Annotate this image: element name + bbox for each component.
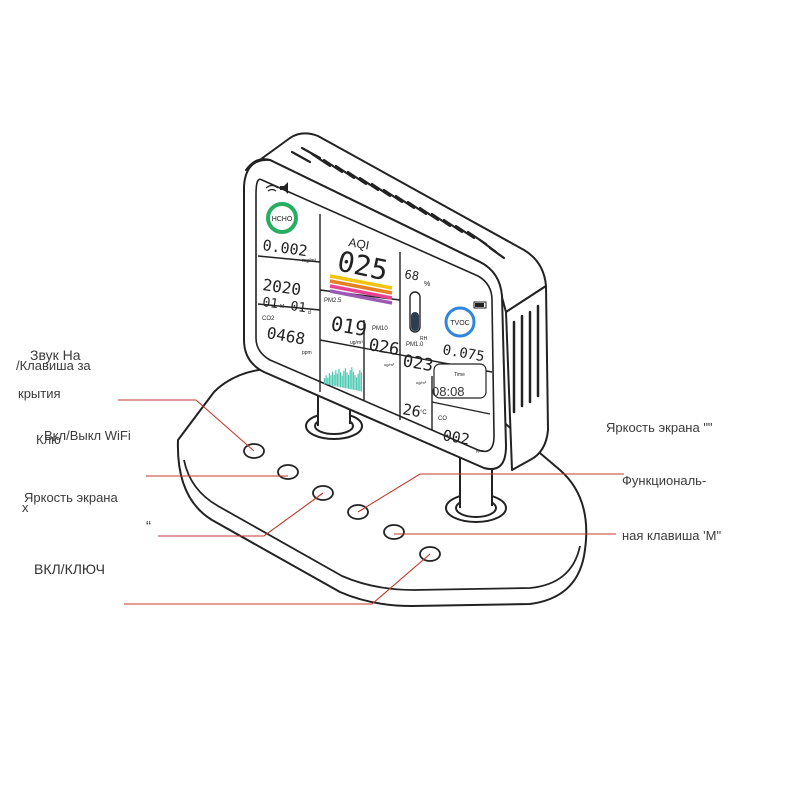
leader-brightness-left xyxy=(158,492,324,537)
pm10-label: PM10 xyxy=(372,326,388,332)
graph-bar xyxy=(328,372,330,385)
label-power: ВКЛ/КЛЮЧ xyxy=(34,561,105,577)
wifi-icon xyxy=(265,184,279,192)
leader-brightness-right xyxy=(357,473,624,513)
graph-bar xyxy=(351,367,353,390)
date-day: 01 xyxy=(289,299,307,316)
graph-bar xyxy=(341,375,343,388)
humidity-gauge-fill xyxy=(411,312,419,331)
label-wifi-toggle: Вкл/Выкл WiFi xyxy=(44,428,131,443)
function-m-button[interactable] xyxy=(383,524,405,540)
pm10-unit: ug/m³ xyxy=(384,362,395,367)
label-function-1: Функциональ- xyxy=(622,473,707,488)
tvoc-value: 0.075 xyxy=(441,342,485,365)
graph-bar xyxy=(327,377,329,385)
label-sound-cover: крытия xyxy=(18,386,61,401)
label-brightness-left: Яркость экрана xyxy=(24,490,118,505)
wifi-button[interactable] xyxy=(277,464,299,480)
top-vents xyxy=(290,146,506,260)
graph-bar xyxy=(360,372,362,392)
co2-label: CO2 xyxy=(262,316,275,322)
graph-bar xyxy=(359,370,361,392)
pm1-unit: ug/m³ xyxy=(416,380,427,385)
side-vents xyxy=(512,304,540,414)
graph-bar xyxy=(354,375,356,391)
speaker-icon xyxy=(280,182,288,194)
graph-bar xyxy=(335,370,337,387)
graph-bar xyxy=(344,368,346,389)
battery-icon xyxy=(473,301,487,309)
humidity-unit: % xyxy=(424,281,430,288)
label-wifi-prefix: Клю xyxy=(36,432,61,447)
graph-bar xyxy=(324,378,326,384)
hcho-ring xyxy=(266,202,298,234)
label-sound-on: Звук На xyxy=(30,347,81,363)
label-sound-key: /Клавиша за xyxy=(16,358,91,373)
humidity-gauge xyxy=(409,291,421,333)
temp-unit: °C xyxy=(420,410,427,416)
graph-bar xyxy=(330,375,332,386)
humidity-label: RH xyxy=(420,336,428,342)
co-label: CO xyxy=(438,416,447,422)
humidity-value: 68 xyxy=(403,267,420,283)
co2-unit: ppm xyxy=(302,350,312,356)
label-function-2: ная клавиша 'M" xyxy=(622,528,722,543)
date-month: 01 xyxy=(261,295,279,312)
time-value: 08:08 xyxy=(432,384,465,399)
graph-bar xyxy=(343,370,345,388)
tvoc-ring xyxy=(444,306,476,338)
graph-bar xyxy=(340,372,342,388)
pm1-label: PM1.0 xyxy=(406,342,424,348)
graph-bar xyxy=(349,370,351,390)
graph-bar xyxy=(325,375,327,385)
pm-history-graph xyxy=(324,367,362,392)
date-day-unit: d xyxy=(308,310,311,316)
graph-bar xyxy=(348,374,350,389)
date-month-unit: M xyxy=(280,304,284,310)
leader-lines xyxy=(118,399,624,605)
co-unit: ppm xyxy=(476,448,484,453)
label-quote-mark: “ xyxy=(146,518,151,535)
pm25-unit: ug/m³ xyxy=(350,340,363,346)
temp-value: 26 xyxy=(401,400,422,421)
hcho-unit: mg/m³ xyxy=(302,258,317,264)
graph-bar xyxy=(352,371,354,390)
label-brightness-right: Яркость экрана "" xyxy=(606,420,713,435)
graph-bar xyxy=(338,368,340,387)
time-box xyxy=(433,363,487,399)
graph-bar xyxy=(332,371,334,386)
aqi-bars xyxy=(329,274,393,305)
leader-sound xyxy=(118,399,255,452)
aqi-label: AQI xyxy=(347,235,370,252)
pm25-label: PM2.5 xyxy=(324,298,342,304)
hcho-label: HCHO xyxy=(272,216,293,223)
graph-bar xyxy=(333,374,335,386)
time-label: Time xyxy=(454,372,465,378)
graph-bar xyxy=(346,372,348,389)
graph-bar xyxy=(357,373,359,391)
co-value: 002 xyxy=(441,426,471,448)
tvoc-label: TVOC xyxy=(450,320,469,327)
graph-bar xyxy=(336,373,338,387)
label-x-mark: x xyxy=(22,500,29,515)
graph-bar xyxy=(356,377,358,391)
leader-power xyxy=(124,553,431,605)
